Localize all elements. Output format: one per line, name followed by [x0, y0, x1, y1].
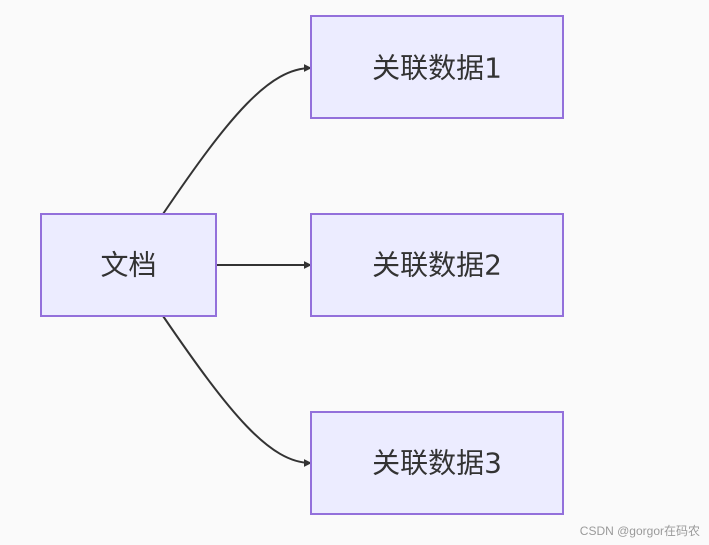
node-document-label: 文档 — [100, 249, 156, 282]
node-related-data-2[interactable]: 关联数据2 — [310, 213, 564, 317]
edge-doc-to-related-3 — [162, 315, 312, 467]
edge-doc-to-related-1 — [162, 64, 312, 215]
node-related-data-3[interactable]: 关联数据3 — [310, 411, 564, 515]
node-related-data-1[interactable]: 关联数据1 — [310, 15, 564, 119]
watermark: CSDN @gorgor在码农 — [579, 524, 700, 538]
node-document[interactable]: 文档 — [40, 213, 217, 317]
node-related-data-1-label: 关联数据1 — [372, 52, 502, 85]
node-related-data-2-label: 关联数据2 — [372, 249, 502, 282]
node-related-data-3-label: 关联数据3 — [372, 447, 502, 480]
